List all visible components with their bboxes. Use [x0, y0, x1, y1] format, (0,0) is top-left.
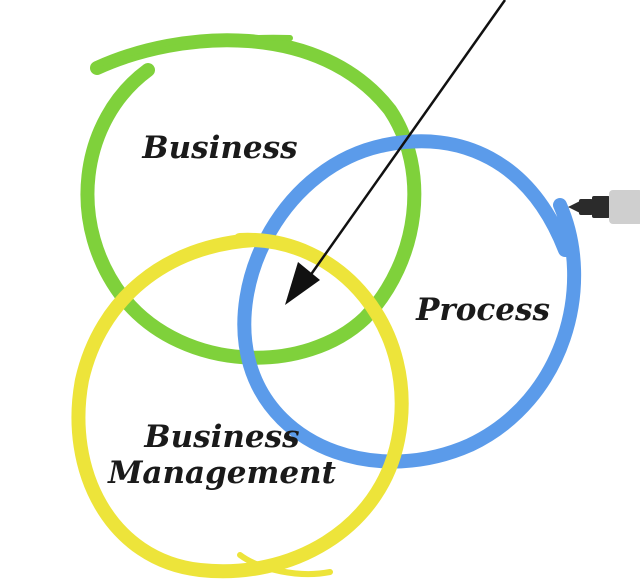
- label-process: Process: [415, 292, 550, 328]
- marker-pen: [568, 190, 640, 224]
- label-management-line2: Management: [107, 455, 336, 491]
- circle-management: [71, 232, 409, 579]
- circle-process: [237, 134, 582, 469]
- arrow-pointer: [285, 0, 507, 305]
- marker-nose: [579, 199, 593, 215]
- marker-grip: [609, 190, 640, 224]
- circle-management-stroke: [71, 232, 409, 579]
- circle-business-tail: [97, 34, 293, 73]
- circle-management-tail: [237, 552, 333, 577]
- label-management-line1: Business: [143, 419, 299, 455]
- circle-business: [80, 33, 422, 365]
- circle-business-stroke: [80, 33, 422, 365]
- label-business: Business: [141, 130, 297, 166]
- circle-process-stroke: [237, 134, 582, 469]
- arrow-shaft: [298, 0, 507, 291]
- marker-collar: [592, 196, 610, 218]
- arrow-head: [285, 262, 320, 305]
- marker-tip: [568, 201, 580, 213]
